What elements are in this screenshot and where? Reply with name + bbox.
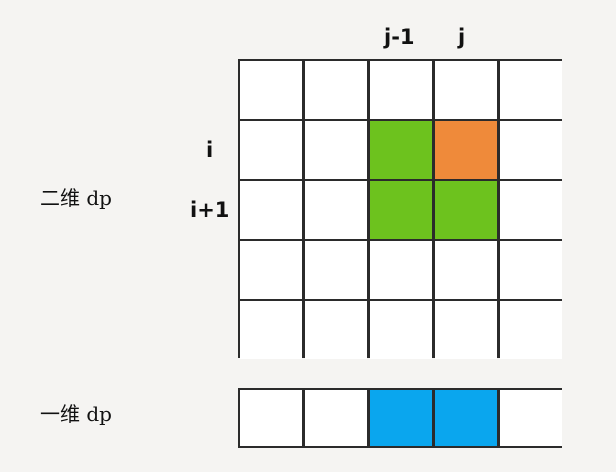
one-d-dp-label: 一维 dp bbox=[40, 402, 112, 426]
dp1d-cell-c4 bbox=[500, 390, 562, 446]
row-label-i: i bbox=[206, 138, 214, 162]
dp2d-cell-r0-c1 bbox=[305, 61, 367, 119]
one-d-dp-array bbox=[238, 388, 562, 448]
dp1d-cell-c3 bbox=[435, 390, 497, 446]
dp2d-cell-r2-c0 bbox=[240, 181, 302, 239]
dp2d-cell-r1-c3 bbox=[435, 121, 497, 179]
dp2d-cell-r0-c2 bbox=[370, 61, 432, 119]
dp2d-cell-r3-c2 bbox=[370, 241, 432, 299]
two-d-dp-label: 二维 dp bbox=[40, 186, 112, 210]
dp2d-cell-r1-c4 bbox=[500, 121, 562, 179]
dp2d-cell-r0-c0 bbox=[240, 61, 302, 119]
column-label-j-minus-1: j-1 bbox=[384, 25, 415, 49]
dp1d-cell-c1 bbox=[305, 390, 367, 446]
two-d-dp-grid bbox=[238, 59, 562, 359]
dp1d-cell-c0 bbox=[240, 390, 302, 446]
dp2d-cell-r3-c3 bbox=[435, 241, 497, 299]
dp2d-cell-r4-c3 bbox=[435, 301, 497, 359]
dp2d-cell-r4-c0 bbox=[240, 301, 302, 359]
column-label-j: j bbox=[458, 25, 466, 49]
dp2d-cell-r2-c1 bbox=[305, 181, 367, 239]
dp2d-cell-r1-c2 bbox=[370, 121, 432, 179]
dp2d-cell-r3-c4 bbox=[500, 241, 562, 299]
dp2d-cell-r1-c1 bbox=[305, 121, 367, 179]
dp2d-cell-r1-c0 bbox=[240, 121, 302, 179]
dp2d-cell-r0-c4 bbox=[500, 61, 562, 119]
dp2d-cell-r3-c1 bbox=[305, 241, 367, 299]
dp2d-cell-r2-c3 bbox=[435, 181, 497, 239]
dp2d-cell-r4-c2 bbox=[370, 301, 432, 359]
dp2d-cell-r2-c4 bbox=[500, 181, 562, 239]
dp1d-cell-c2 bbox=[370, 390, 432, 446]
dp2d-cell-r3-c0 bbox=[240, 241, 302, 299]
dp2d-cell-r0-c3 bbox=[435, 61, 497, 119]
dp2d-cell-r2-c2 bbox=[370, 181, 432, 239]
row-label-i-plus-1: i+1 bbox=[190, 198, 230, 222]
dp2d-cell-r4-c1 bbox=[305, 301, 367, 359]
dp2d-cell-r4-c4 bbox=[500, 301, 562, 359]
